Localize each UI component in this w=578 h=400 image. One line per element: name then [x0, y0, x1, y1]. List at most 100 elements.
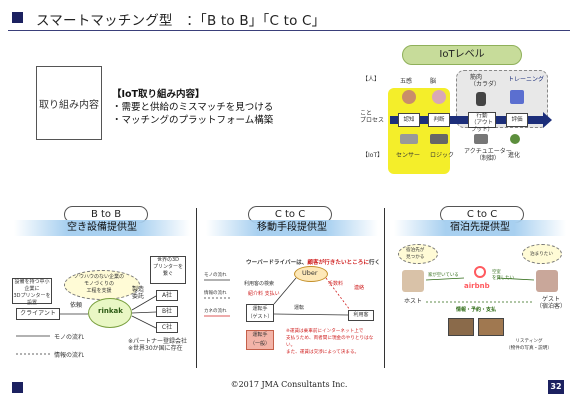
- iot-label-evolution: 進化: [508, 152, 521, 159]
- legend-goods-flow: モノの流れ: [54, 334, 85, 341]
- label-house-vacant: 家が空いている: [428, 273, 459, 278]
- client-box: クライアント: [16, 308, 60, 320]
- process-flow-bar: [390, 116, 545, 124]
- panel2-headline: ウーバードライバーは、顧客が行きたいところに行く: [246, 258, 380, 266]
- iot-initiative-text: 【IoT取り組み内容】 ・需要と供給のミスマッチを見つける ・マッチングのプラッ…: [112, 88, 273, 127]
- arrow-hub-to-company-b: [131, 311, 157, 314]
- verb-request: 依頼: [70, 302, 83, 309]
- panel-lodging-diagram: ホスト ゲスト （宿泊客） airbnb 宿泊先が 見つかる 泊まりたい 家が空…: [388, 244, 570, 362]
- human-label-senses: 五感: [400, 78, 413, 85]
- intro-bullet-1: ・需要と供給のミスマッチを見つける: [112, 102, 274, 113]
- airbnb-wordmark: airbnb: [464, 282, 490, 290]
- bubble-find-lodging-text: 宿泊先が 見つかる: [406, 248, 425, 260]
- node-judgement: 判断: [428, 113, 450, 127]
- banner-lodging-sharing: 宿泊先提供型: [394, 220, 566, 236]
- panel-btob-diagram: 設備を持つ中小企業に 3Dプリンターを 設置 ノウハウのない企業の モノづくりの…: [12, 244, 192, 362]
- host-label: ホスト: [404, 298, 423, 305]
- stairs-icon: [510, 90, 524, 104]
- airbnb-logo-icon: [474, 266, 486, 278]
- legend-info-flow: 情報の流れ: [54, 352, 85, 359]
- initiative-box: 取り組み内容: [36, 66, 102, 140]
- human-label-muscle: 筋肉 （カラダ）: [470, 74, 501, 88]
- uber-hub: [294, 266, 328, 282]
- guest-label: ゲスト （宿泊客）: [536, 296, 567, 310]
- panel-mobility-diagram: ウーバードライバーは、顧客が行きたいところに行く Uber モノの流れ 情報の流…: [200, 244, 382, 362]
- eye-icon: [402, 90, 416, 104]
- arrow-host-to-airbnb: [425, 277, 465, 281]
- banner-equipment-sharing: 空き設備提供型: [14, 220, 190, 236]
- bubble-want-stay-text: 泊まりたい: [530, 252, 553, 257]
- row-process-label: こと プロセス: [360, 110, 385, 124]
- note-process-support: [64, 270, 140, 300]
- company-c-box: C社: [156, 322, 178, 333]
- copyright: ©2017 JMA Consultants Inc.: [230, 380, 348, 389]
- panel2-arrows: [204, 277, 351, 317]
- left-legend-info: 情報の流れ: [204, 291, 227, 296]
- iot-level-diagram: 【人】 こと プロセス 【IoT】 五感 脳 筋肉 （カラダ） トレーニング 認…: [360, 68, 552, 178]
- iot-label-sensor: センサー: [396, 152, 421, 159]
- panel2-headline-suffix: 行く: [368, 260, 381, 266]
- human-label-training: トレーニング: [508, 76, 545, 83]
- listing-photo-1: [448, 318, 474, 336]
- panel2-headline-prefix: ウーバードライバーは、: [246, 260, 308, 266]
- footer-left-marker: [12, 382, 23, 393]
- arrow-guest-to-airbnb: [497, 277, 535, 281]
- label-commission: 手数料: [328, 281, 344, 287]
- human-label-brain: 脳: [430, 78, 437, 85]
- page-number: 32: [548, 380, 564, 394]
- page-title: スマートマッチング型 ：「B to B」「C to C」: [36, 13, 326, 29]
- node-recognition: 認知: [398, 113, 420, 127]
- panel1-arrows: [16, 295, 157, 355]
- left-legend-money: カネの流れ: [204, 309, 227, 314]
- listing-label: リスティング （物件の写真・説明）: [506, 339, 552, 351]
- iot-label-logic: ロジック: [430, 152, 455, 159]
- panel2-headline-emphasis: 顧客が行きたいところに: [307, 260, 369, 266]
- arrow-uber-to-customer: [325, 277, 351, 311]
- evolution-icon: [510, 134, 520, 144]
- bubble-find-lodging: [398, 244, 438, 264]
- column-divider-1: [196, 208, 197, 368]
- iot-level-pill: IoTレベル: [402, 45, 522, 65]
- arrow-hub-to-company-c: [131, 315, 157, 329]
- intro-bullet-2: ・マッチングのプラットフォーム構築: [112, 115, 274, 126]
- driver-general-box: 運転手 （一般）: [246, 330, 274, 350]
- verb-manufacture-outsource: 製造 委託: [132, 286, 145, 300]
- guest-photo: [536, 270, 558, 292]
- note-process-support-text: ノウハウのない企業の モノづくりの 工程を支援: [74, 274, 125, 294]
- node-evaluation: 評価: [506, 113, 528, 127]
- rinkak-hub: [88, 298, 132, 328]
- label-contact: 連絡: [354, 285, 365, 291]
- logic-icon: [430, 134, 448, 144]
- label-drive: 運転: [294, 305, 305, 311]
- label-customer-search: 利用客の検索: [244, 281, 275, 287]
- actuator-icon: [474, 134, 488, 144]
- partner-note: ※パートナー登録会社 ※世界30か国に存在: [128, 338, 188, 352]
- arrow-uber-to-driver: [273, 277, 297, 305]
- intro-heading: 【IoT取り組み内容】: [112, 89, 205, 100]
- label-info-booking-payment: 情報・予約・支払: [456, 307, 497, 313]
- column-divider-2: [384, 208, 385, 368]
- panel3-arrows: [425, 277, 535, 303]
- row-human-label: 【人】: [362, 76, 381, 83]
- left-legend-goods: モノの流れ: [204, 273, 227, 278]
- company-b-box: B社: [156, 306, 178, 317]
- customer-box: 利用客: [348, 310, 374, 321]
- company-a-box: A社: [156, 290, 178, 301]
- driver-guest-box: 運転手 （ゲスト）: [246, 304, 274, 322]
- title-marker: [12, 12, 23, 23]
- bubble-want-stay: [522, 244, 562, 264]
- label-referral-fee: 紹介料 支払い: [248, 291, 280, 297]
- note-sme-printers: 設備を持つ中小企業に 3Dプリンターを 設置: [12, 278, 52, 306]
- node-action: 行動 （アウトプット）: [468, 112, 496, 133]
- arrow-hub-to-company-a: [131, 295, 157, 311]
- iot-label-actuator: アクチュエーター （制御）: [464, 148, 512, 162]
- host-photo: [402, 270, 424, 292]
- uber-hub-label: Uber: [302, 269, 318, 277]
- listing-photo-2: [478, 318, 504, 336]
- sensor-icon: [400, 134, 418, 144]
- initiative-box-label: 取り組み内容: [39, 99, 99, 111]
- arrow-driver-to-customer: [273, 313, 349, 316]
- rinkak-hub-label: rinkak: [98, 307, 123, 315]
- fare-note: ※運賃は乗車前にインターネット上で 支払うため、両者間に現金のやりとりはない。 …: [286, 329, 374, 355]
- brain-icon: [432, 90, 446, 104]
